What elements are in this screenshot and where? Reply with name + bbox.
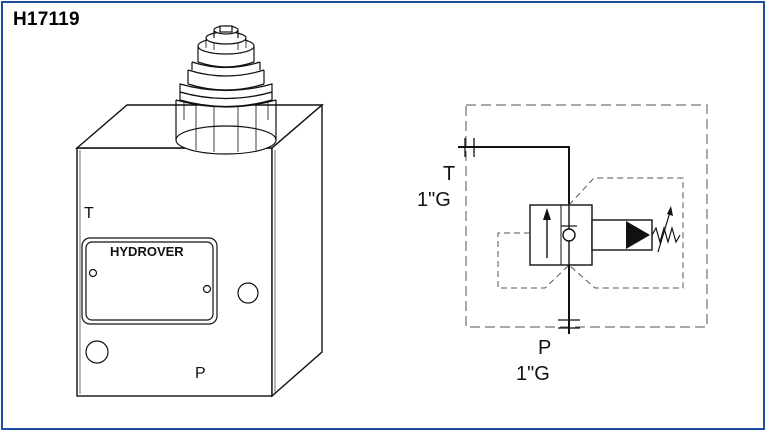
part-code: H17119 [13,9,80,30]
mounting-hole-left [85,340,109,364]
schematic-p-port: P [538,337,552,359]
schematic-t-port: T [443,163,456,185]
schematic-t-size: 1"G [417,189,451,211]
schematic-p-size: 1"G [516,363,550,385]
cartridge [175,25,277,155]
pilot-lines [497,177,684,289]
block-port-t-label: T [84,205,94,222]
t-line [458,138,570,205]
valve-symbol [529,204,593,266]
block-port-p-label: P [195,365,206,382]
figure-frame [1,1,765,430]
mounting-hole-right [237,282,259,304]
schematic-boundary [465,104,708,328]
nameplate-text: HYDROVER [110,244,184,259]
nameplate [81,237,218,325]
p-line [558,265,580,334]
actuator-symbol [591,206,681,253]
